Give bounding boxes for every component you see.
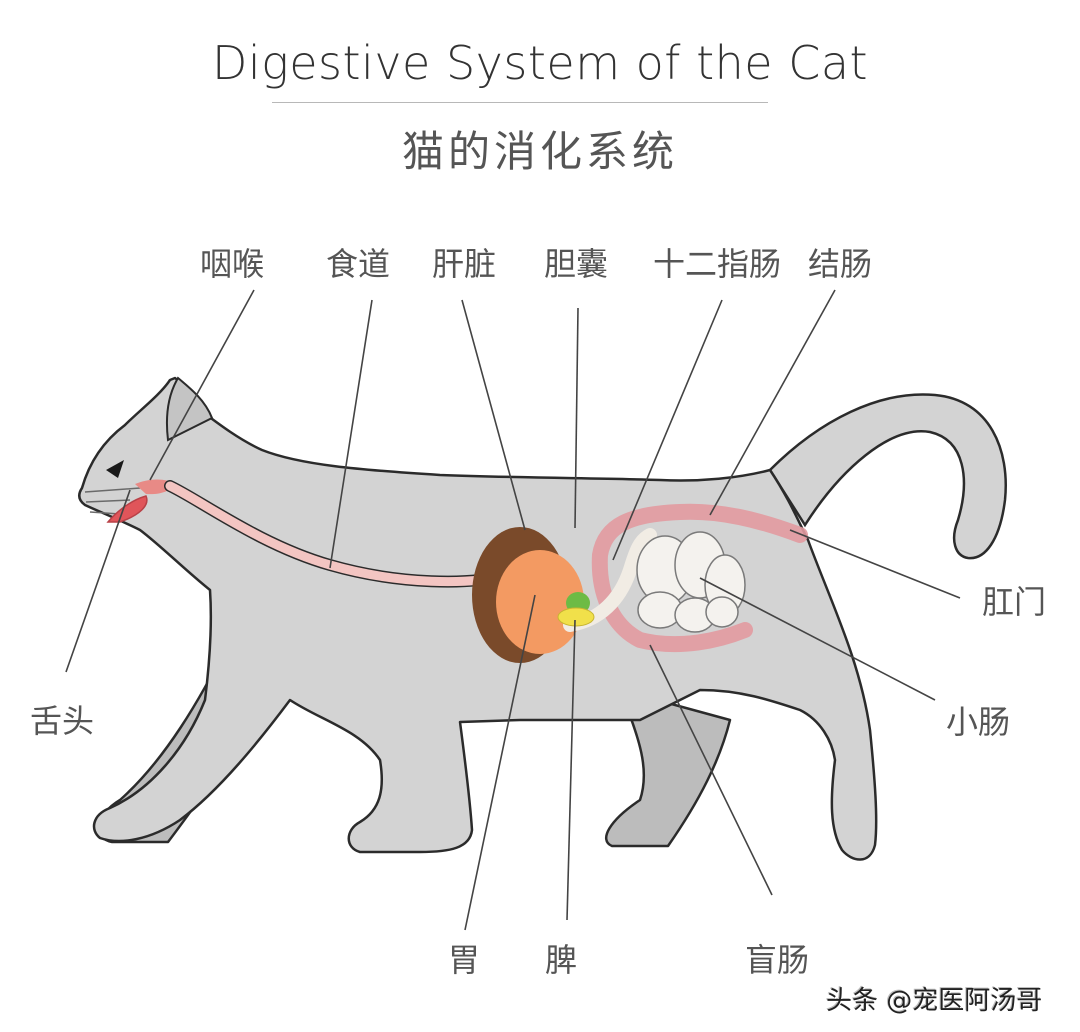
tail [768,393,1007,560]
label-stomach: 胃 [448,941,481,979]
label-pancreas: 脾 [545,941,578,979]
stomach-shape [496,550,584,654]
watermark: 头条 @宠医阿汤哥 [826,986,1043,1016]
title-divider [272,102,768,103]
label-esophagus: 食道 [326,245,391,283]
pancreas-shape [557,607,595,627]
colon-shape [591,503,808,653]
title-chinese: 猫的消化系统 [401,127,678,176]
label-gallbladder: 胆囊 [544,245,609,283]
label-colon: 结肠 [808,245,873,283]
tongue-shape [106,495,148,523]
label-anus: 肛门 [982,583,1047,621]
eye [106,460,124,478]
label-pharynx: 咽喉 [200,245,265,283]
label-tongue: 舌头 [30,702,95,740]
label-small-intestine: 小肠 [946,703,1011,741]
leader-lines [65,289,961,931]
title-english: Digestive System of the Cat [211,36,869,90]
label-cecum: 盲肠 [745,941,810,979]
label-duodenum: 十二指肠 [653,245,782,283]
small-intestine-shape [636,531,746,633]
label-liver: 肝脏 [432,245,497,283]
